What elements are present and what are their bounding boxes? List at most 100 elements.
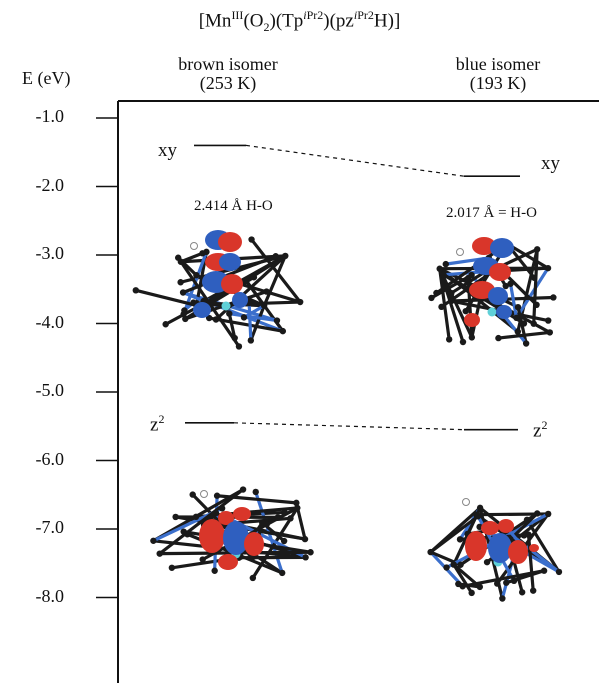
bond [249, 304, 266, 343]
atom [455, 580, 462, 588]
atom [459, 338, 467, 346]
atom [302, 554, 309, 561]
orbital-lobe [218, 554, 238, 570]
bond [265, 506, 299, 526]
atom [534, 510, 541, 517]
molecule-structure [427, 498, 563, 602]
y-tick-label: -5.0 [35, 380, 65, 400]
orbital-lobe [232, 292, 248, 308]
atom [280, 537, 288, 545]
atom [132, 287, 140, 294]
bond [247, 301, 253, 343]
atom [168, 564, 176, 571]
atom [239, 486, 247, 493]
atom [464, 274, 472, 282]
atom [540, 567, 548, 574]
atom [272, 253, 279, 260]
atom [248, 236, 255, 243]
atom [545, 510, 552, 518]
nitrogen-hydrogen-atom [221, 301, 231, 311]
atom [182, 315, 189, 323]
atom [468, 589, 475, 597]
atom [249, 574, 257, 582]
atom [192, 513, 200, 521]
xy-label-brown: xy [158, 140, 177, 161]
atom [513, 314, 520, 322]
brown-isomer-name: brown isomer [178, 54, 278, 74]
orbital-lobe [219, 253, 241, 271]
y-tick-label: -4.0 [35, 311, 65, 332]
atom [530, 274, 538, 281]
bond [429, 514, 480, 554]
bond [249, 237, 302, 304]
atom [301, 535, 309, 543]
atom [545, 317, 552, 324]
atom [514, 303, 522, 311]
atom [213, 492, 221, 499]
atom [550, 294, 557, 301]
atom [189, 491, 196, 498]
molecule-structure [428, 237, 557, 347]
atom [190, 299, 197, 306]
atom [250, 274, 258, 281]
atom [287, 515, 294, 522]
atom [457, 561, 464, 568]
atom [445, 336, 453, 343]
orbital-lobe [464, 313, 480, 327]
molecule-structure [150, 486, 314, 582]
atom [156, 550, 163, 557]
y-tick-label: -8.0 [35, 585, 65, 606]
atom [279, 327, 287, 335]
atom [534, 246, 541, 253]
atom [510, 577, 518, 585]
correlation-dash [233, 422, 465, 431]
atom [281, 509, 288, 516]
bond [496, 330, 552, 340]
orbital-lobe [472, 237, 496, 255]
atom [307, 549, 314, 556]
atom [231, 334, 238, 342]
atom [476, 504, 484, 512]
atom [240, 314, 248, 321]
hydrogen-atom [190, 242, 198, 250]
atom [450, 561, 457, 568]
correlation-dash [245, 144, 465, 177]
orbital-lobe [496, 305, 512, 319]
atom [520, 532, 528, 539]
atom [440, 271, 447, 279]
atom [247, 337, 255, 344]
molecule-renderings [132, 230, 563, 602]
atom [162, 321, 169, 328]
orbital-lobe [488, 533, 512, 563]
atom [518, 589, 526, 596]
atom [243, 277, 250, 285]
y-tick-label: -2.0 [35, 174, 65, 195]
bond [461, 569, 546, 588]
bond [526, 533, 535, 593]
bond [508, 282, 519, 320]
atom [177, 279, 184, 286]
orbital-lobe [489, 263, 511, 281]
orbital-lobe [199, 519, 225, 553]
bond [532, 247, 539, 326]
hydrogen-atom [462, 498, 470, 506]
atom [150, 537, 157, 544]
atom [193, 272, 200, 279]
atom [260, 302, 268, 309]
atom [179, 289, 187, 296]
atom [448, 289, 455, 297]
atom [205, 314, 213, 322]
atom [438, 303, 445, 311]
atom [263, 288, 270, 295]
orbital-lobe [223, 521, 249, 555]
atom [263, 520, 270, 528]
y-tick-label: -6.0 [35, 448, 65, 469]
blue-isomer-temperature: (193 K) [469, 73, 527, 93]
atom [199, 556, 206, 563]
orbital-lobe [193, 302, 211, 318]
atom [279, 569, 286, 577]
z2-label-brown: z2 [150, 412, 165, 436]
atom [218, 505, 226, 512]
orbital-lobe [244, 532, 264, 556]
